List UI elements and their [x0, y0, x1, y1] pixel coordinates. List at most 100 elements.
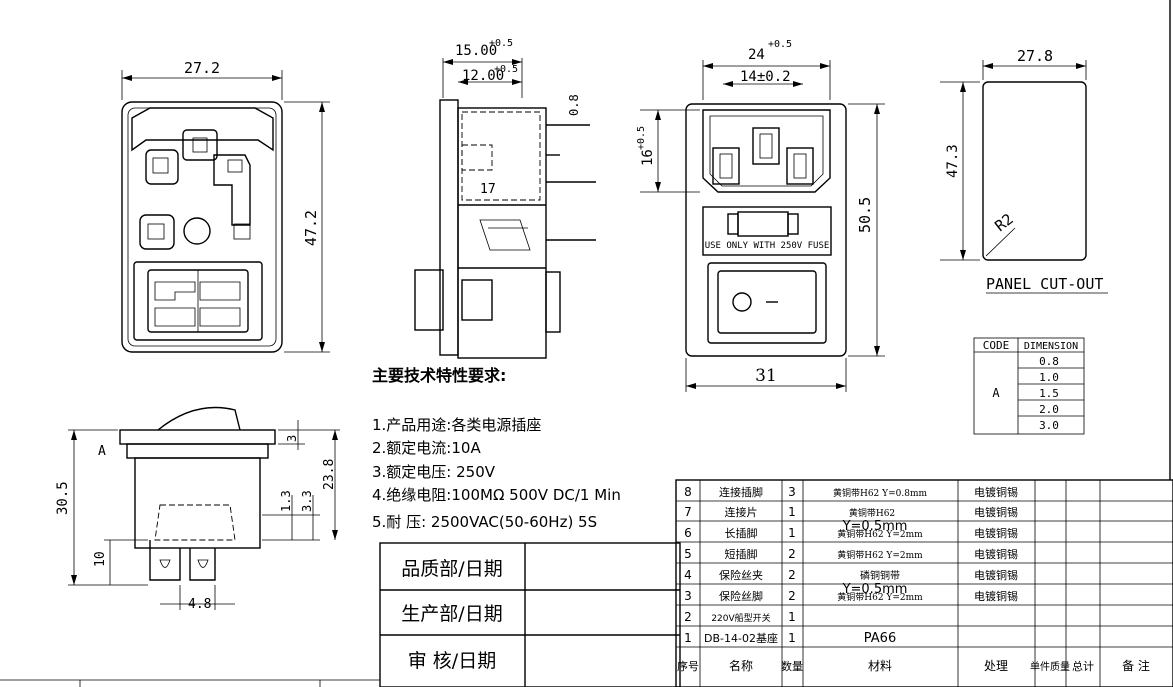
side-view: 15.00 +0.5 12.00 +0.5 0.8 17	[414, 38, 596, 359]
bom-header-mat: 材料	[868, 659, 892, 673]
bom-no: 7	[684, 505, 692, 519]
dim-side-depth-1-tol: +0.5	[489, 38, 513, 49]
dim-socket-width: 24	[748, 47, 765, 63]
bom-name: 保险丝夹	[719, 568, 763, 582]
dim-body-height: 50.5	[856, 197, 874, 233]
bom-no: 1	[684, 631, 692, 645]
quality-signoff: 品质部/日期	[401, 558, 502, 580]
bom-overlay: Y=0.5mm	[842, 519, 908, 534]
switch-view: A 30.5 10 3 23.8 1.3 3.3 4.8	[55, 406, 340, 612]
dimension-header: DIMENSION	[1024, 341, 1078, 352]
requirement-line: 5.耐 压: 2500VAC(50-60Hz) 5S	[372, 513, 597, 531]
dim-cutout-radius: R2	[991, 210, 1016, 235]
bom-no: 3	[684, 589, 692, 603]
code-header: CODE	[983, 339, 1010, 352]
bom-name: 短插脚	[725, 547, 758, 561]
bom-no: 6	[684, 526, 692, 540]
dim-switch-1-3: 1.3	[279, 490, 293, 512]
bom-mat: PA66	[864, 631, 896, 646]
review-signoff: 审 核/日期	[408, 650, 496, 672]
bom-mat: 黄铜带H62 Y=0.8mm	[833, 487, 927, 499]
dim-switch-4-8: 4.8	[188, 597, 211, 612]
panel-cutout: 27.8 47.3 R2 PANEL CUT-OUT	[940, 47, 1108, 294]
dimension-value: 0.8	[1039, 355, 1059, 368]
bom-qty: 1	[788, 505, 796, 519]
bom-finish: 电镀铜锡	[974, 485, 1018, 499]
bom-finish: 电镀铜锡	[974, 589, 1018, 603]
bom-name: DB-14-02基座	[704, 631, 778, 645]
bom-name: 长插脚	[725, 526, 758, 540]
dim-side-pin-length: 17	[480, 182, 496, 197]
bom-header-no: 序号	[677, 659, 699, 673]
dim-switch-3-3: 3.3	[300, 490, 314, 512]
dim-switch-23-8: 23.8	[322, 459, 337, 490]
requirements: 主要技术特性要求: 1.产品用途:各类电源插座 2.额定电流:10A 3.额定电…	[372, 366, 621, 531]
code-value: A	[992, 386, 1000, 400]
dim-socket-height-tol: +0.5	[636, 126, 647, 150]
bom-name: 保险丝脚	[719, 589, 763, 603]
dim-switch-height: 30.5	[55, 481, 71, 515]
dim-side-pin: 0.8	[567, 94, 581, 116]
dimension-value: 1.0	[1039, 371, 1059, 384]
bom-name: 连接片	[725, 506, 758, 519]
bom-finish: 电镀铜锡	[974, 505, 1018, 519]
panel-cutout-label: PANEL CUT-OUT	[986, 275, 1103, 293]
bom-header-unit-weight: 单件质量	[1030, 661, 1070, 673]
bom-header-finish: 处理	[984, 659, 1008, 673]
bom-qty: 2	[788, 568, 796, 582]
bom-mat: 黄铜带H62 Y=2mm	[837, 549, 923, 561]
dimension-value: 1.5	[1039, 387, 1059, 400]
bom-name: 连接插脚	[719, 485, 763, 499]
requirement-line: 4.绝缘电阻:100MΩ 500V DC/1 Min	[372, 486, 621, 504]
dim-front-height: 47.2	[302, 210, 320, 246]
front-view: 27.2 47.2	[121, 59, 330, 353]
requirement-line: 2.额定电流:10A	[372, 439, 481, 457]
bom-mat: 黄铜带H62	[849, 507, 895, 519]
dim-pin-spacing: 14±0.2	[740, 69, 791, 85]
bom-finish: 电镀铜锡	[974, 568, 1018, 582]
bom-mat: 黄铜带H62 Y=2mm	[837, 591, 923, 603]
bom-header-total: 总计	[1072, 659, 1094, 673]
code-table: CODE DIMENSION A 0.8 1.0 1.5 2.0 3.0	[973, 337, 1085, 435]
dim-side-depth-2: 12.00	[462, 68, 504, 84]
dim-switch-10: 10	[93, 551, 108, 567]
requirement-line: 1.产品用途:各类电源插座	[372, 416, 541, 434]
bom-no: 8	[684, 485, 692, 499]
bom-no: 2	[684, 610, 692, 624]
bom-qty: 3	[788, 485, 796, 499]
bom-finish: 电镀铜锡	[974, 547, 1018, 561]
socket-view: 24 +0.5 14±0.2 16 +0.5 USE ONLY WITH 250…	[636, 39, 885, 392]
dim-body-width: 31	[755, 366, 777, 386]
bom-name: 220V船型开关	[711, 612, 770, 624]
dim-front-width: 27.2	[184, 59, 220, 77]
dim-cutout-width: 27.8	[1017, 47, 1053, 65]
bom-qty: 1	[788, 610, 796, 624]
dimension-value: 2.0	[1039, 403, 1059, 416]
dim-switch-a: A	[98, 444, 106, 459]
dim-cutout-height: 47.3	[945, 144, 961, 178]
production-signoff: 生产部/日期	[401, 603, 502, 625]
bom-mat: 黄铜带H62 Y=2mm	[837, 528, 923, 540]
requirements-title: 主要技术特性要求:	[372, 366, 506, 385]
bom-header-name: 名称	[729, 658, 753, 673]
dim-side-depth-1: 15.00	[455, 43, 497, 59]
bom-qty: 2	[788, 547, 796, 561]
bom-no: 4	[684, 568, 692, 582]
bom-mat: 磷铜铜带	[860, 569, 900, 582]
dim-socket-width-tol: +0.5	[768, 39, 792, 50]
bom-overlay: Y=0.5mm	[842, 582, 908, 597]
fuse-label: USE ONLY WITH 250V FUSE	[705, 241, 830, 251]
signoff-table: 品质部/日期 生产部/日期 审 核/日期	[0, 542, 681, 687]
dim-switch-3: 3	[285, 435, 299, 442]
bom-table: 8 连接插脚 3 黄铜带H62 Y=0.8mm 电镀铜锡 7 连接片 1 黄铜带…	[675, 479, 1173, 687]
dimension-value: 3.0	[1039, 419, 1059, 432]
dim-socket-height: 16	[640, 149, 656, 166]
dim-side-depth-2-tol: +0.5	[494, 64, 518, 75]
bom-qty: 1	[788, 631, 796, 645]
bom-finish: 电镀铜锡	[974, 526, 1018, 540]
bom-no: 5	[684, 547, 692, 561]
bom-header-note: 备 注	[1122, 658, 1150, 673]
bom-header-qty: 数量	[781, 660, 803, 673]
